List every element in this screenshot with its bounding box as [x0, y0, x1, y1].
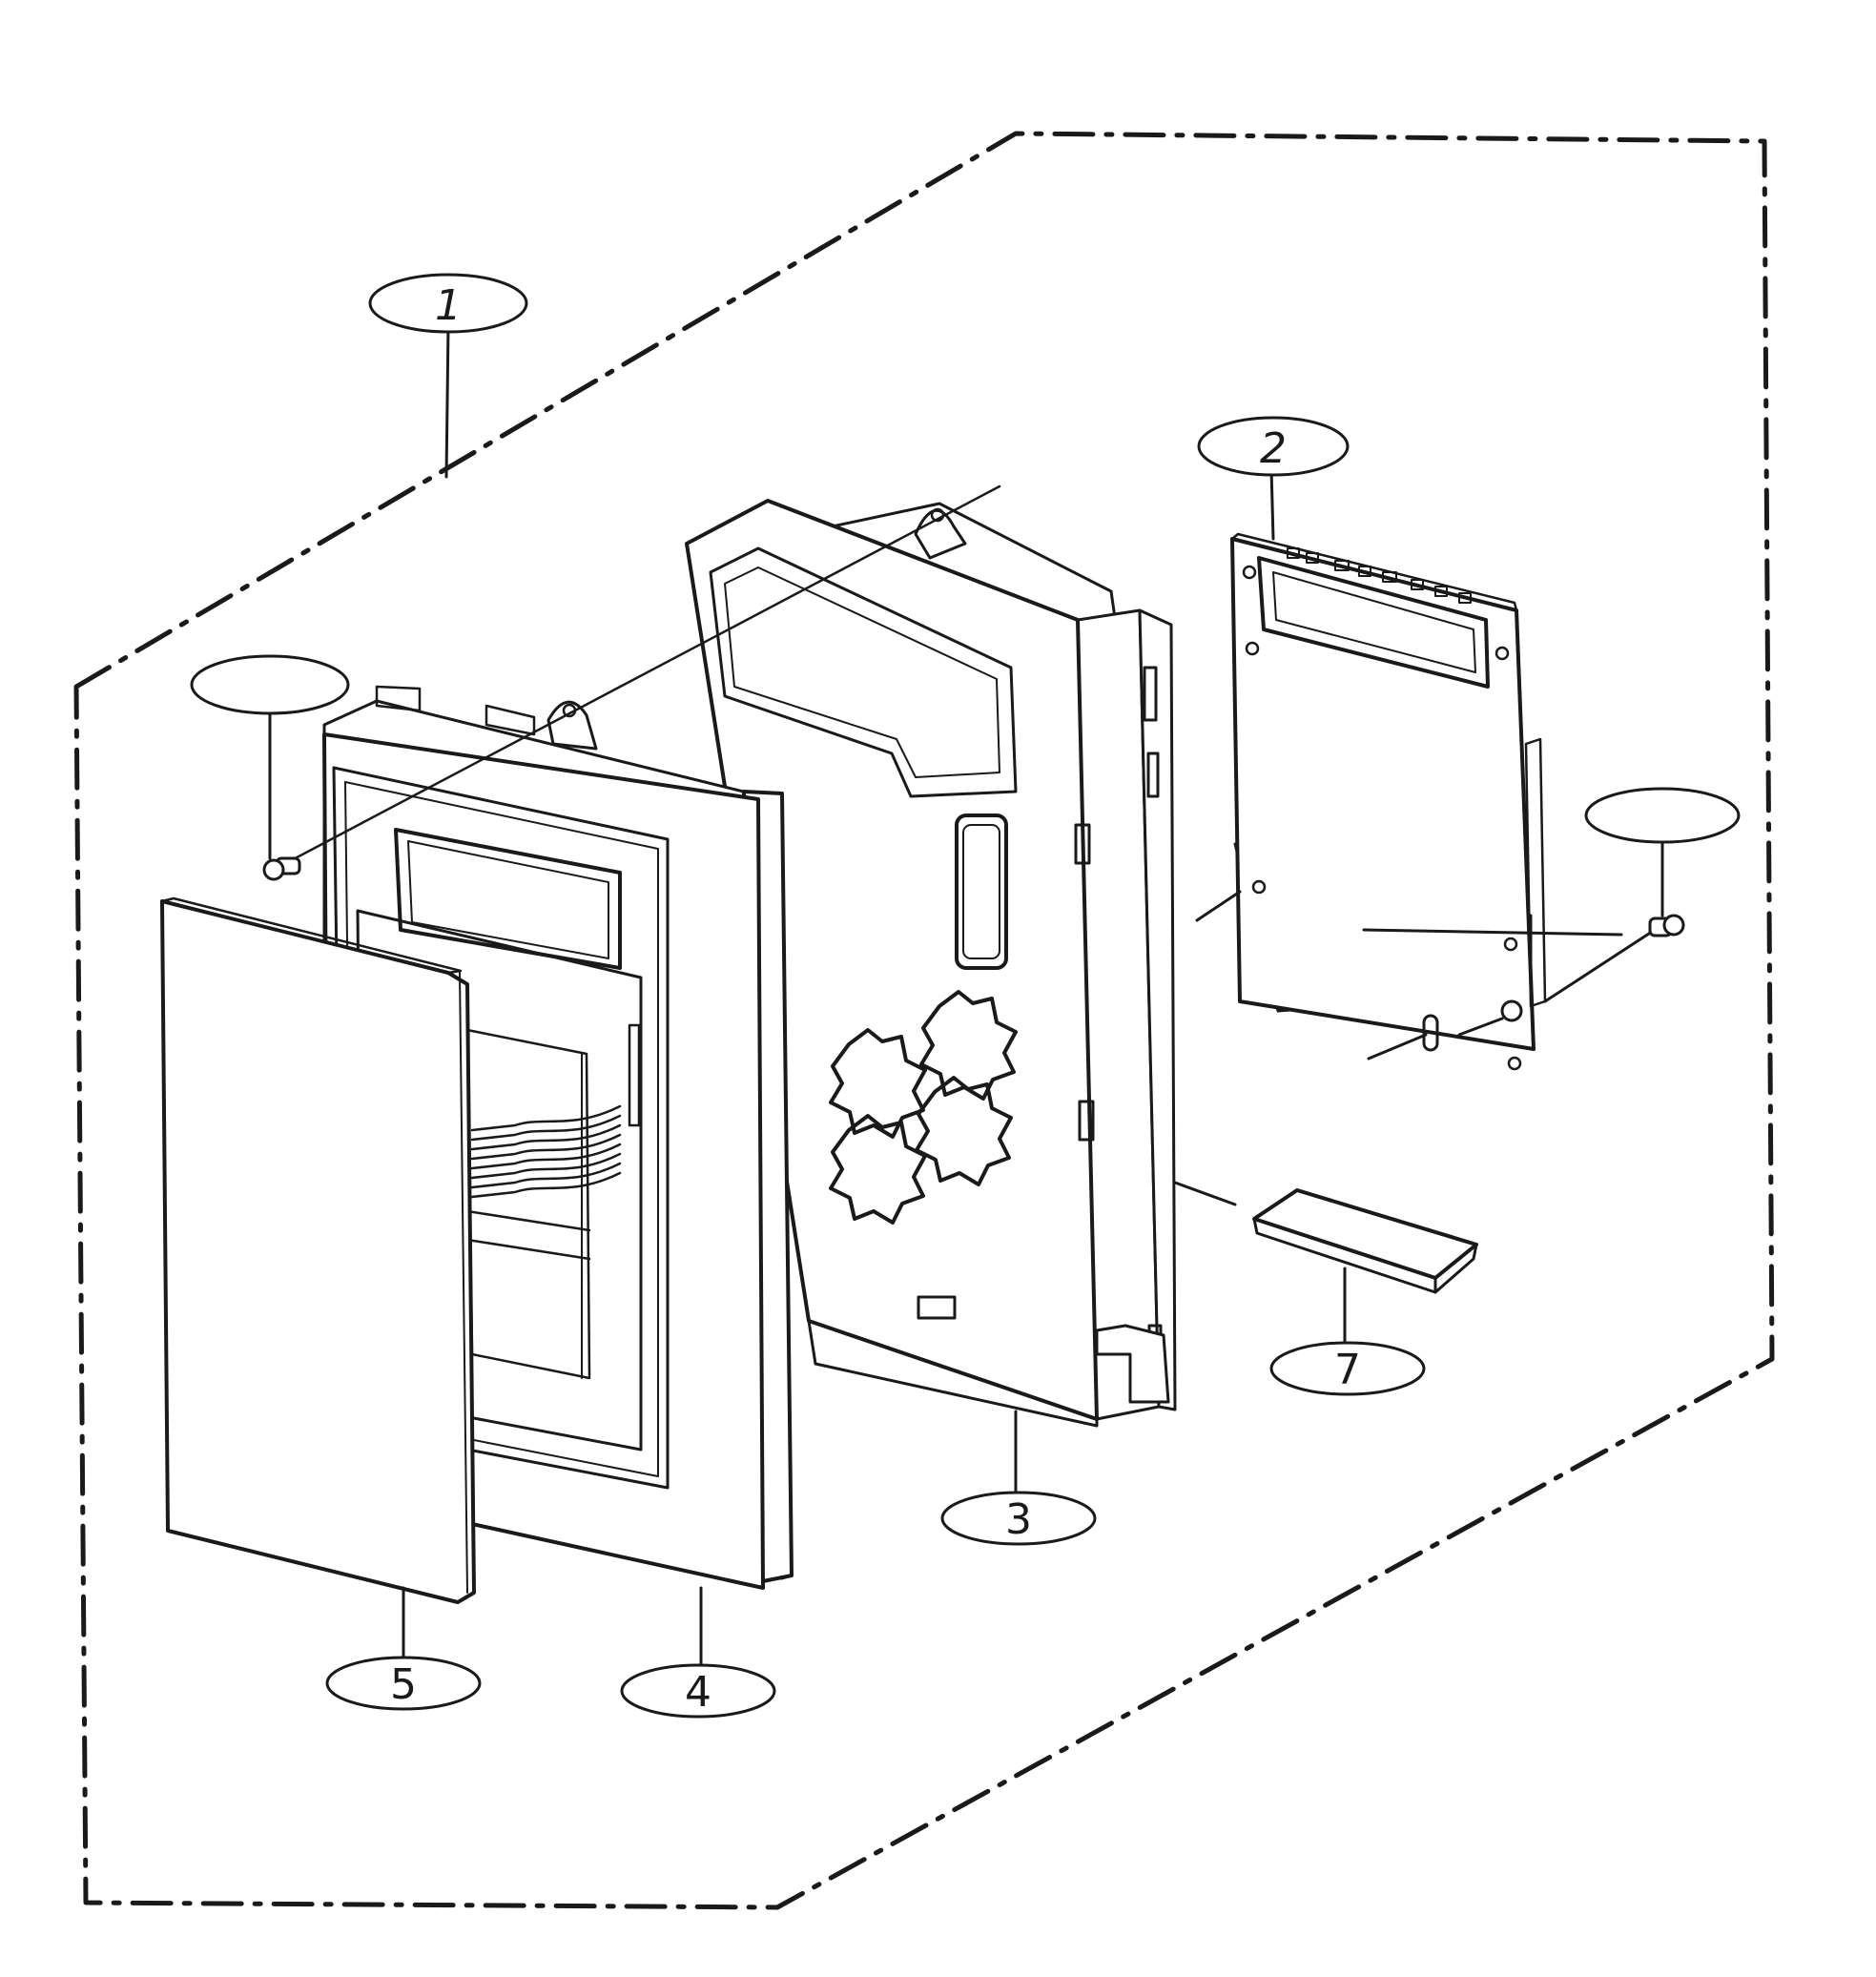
- callout-7: 7: [1269, 1341, 1426, 1396]
- part-2-pcb: [1195, 432, 1623, 1071]
- callout-1-label: 1: [435, 281, 462, 330]
- callout-1: 1: [368, 273, 528, 334]
- part-7-pad: [1173, 1181, 1478, 1347]
- callout-4-label: 4: [685, 1668, 711, 1717]
- callout-4: 4: [620, 1663, 776, 1719]
- callout-2: 2: [1197, 416, 1350, 477]
- callout-6b: [1584, 787, 1741, 844]
- callout-5-label: 5: [390, 1660, 417, 1709]
- callout-2-label: 2: [1260, 424, 1287, 473]
- part-5-cover-sheet: [160, 896, 476, 1666]
- part-3-frame: [685, 499, 1177, 1499]
- callout-7-label: 7: [1334, 1346, 1361, 1394]
- right-screw: [1543, 837, 1685, 1003]
- callout-6a: [190, 654, 350, 715]
- left-screw: [262, 709, 301, 881]
- callout-5: 5: [325, 1656, 482, 1711]
- callout-3: 3: [940, 1491, 1097, 1546]
- assembly-boundary: [73, 131, 1775, 1910]
- callout-3-label: 3: [1005, 1495, 1032, 1544]
